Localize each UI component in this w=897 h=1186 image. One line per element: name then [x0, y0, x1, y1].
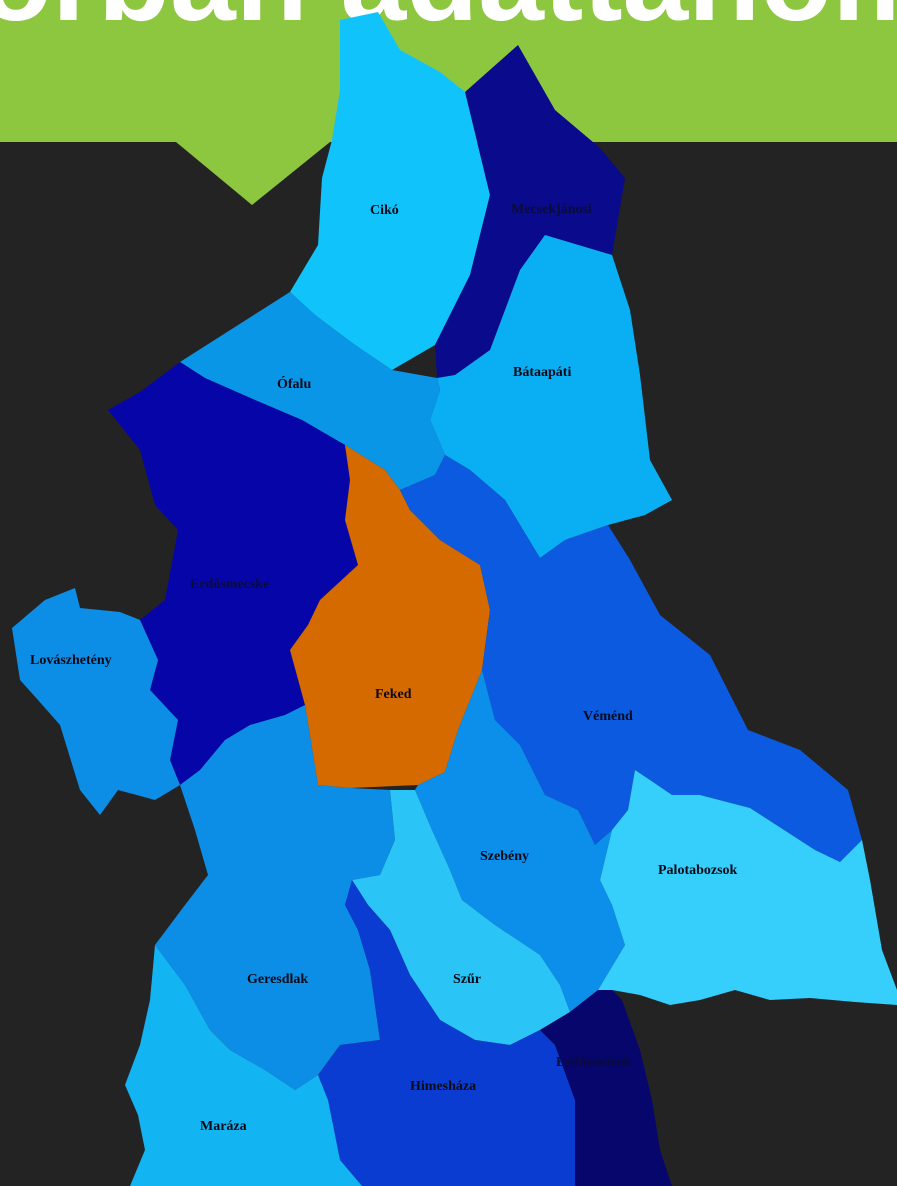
- label-vemend: Véménd: [583, 709, 633, 724]
- region-mucsfa[interactable]: [435, 45, 625, 378]
- label-palotabozsok: Palotabozsok: [658, 863, 738, 878]
- label-himeshaza: Himesháza: [410, 1079, 476, 1094]
- label-kisnyarad: Erdősmárok: [556, 1055, 631, 1070]
- label-maraza: Maráza: [200, 1119, 247, 1134]
- label-szur: Szűr: [453, 972, 481, 987]
- region-himeshaza[interactable]: [318, 880, 575, 1186]
- label-geresdlak: Geresdlak: [247, 972, 308, 987]
- region-bataapati[interactable]: [430, 235, 672, 558]
- region-geresdlak[interactable]: [155, 705, 395, 1090]
- region-ofalu[interactable]: [180, 292, 445, 490]
- label-bataapati: Bátaapáti: [513, 365, 571, 380]
- region-szebeny[interactable]: [415, 670, 625, 1012]
- region-maraza[interactable]: [125, 945, 362, 1186]
- region-ciko[interactable]: [290, 12, 490, 370]
- label-lovaszheteny: Lovászhetény: [30, 653, 112, 668]
- region-layer: [12, 12, 897, 1186]
- label-feked: Feked: [375, 687, 412, 702]
- region-kisnyarad[interactable]: [540, 990, 672, 1186]
- label-ciko: Cikó: [370, 203, 399, 218]
- region-szur[interactable]: [352, 790, 570, 1045]
- region-erdosmecske[interactable]: [108, 362, 358, 785]
- region-feked[interactable]: [290, 420, 490, 788]
- region-palotabozsok[interactable]: [598, 770, 897, 1005]
- label-erdosmecske: Erdősmecske: [190, 577, 269, 592]
- label-ofalu: Ófalu: [277, 375, 311, 392]
- region-vemend[interactable]: [400, 455, 862, 862]
- label-layer: Cikó Mecsekjánosi Bátaapáti Ófalu Erdősm…: [30, 202, 738, 1134]
- label-mucsfa: Mecsekjánosi: [511, 202, 592, 217]
- label-szebeny: Szebény: [480, 849, 529, 864]
- banner-title: orban adattanome: [0, 0, 897, 46]
- region-lovaszheteny[interactable]: [12, 588, 180, 815]
